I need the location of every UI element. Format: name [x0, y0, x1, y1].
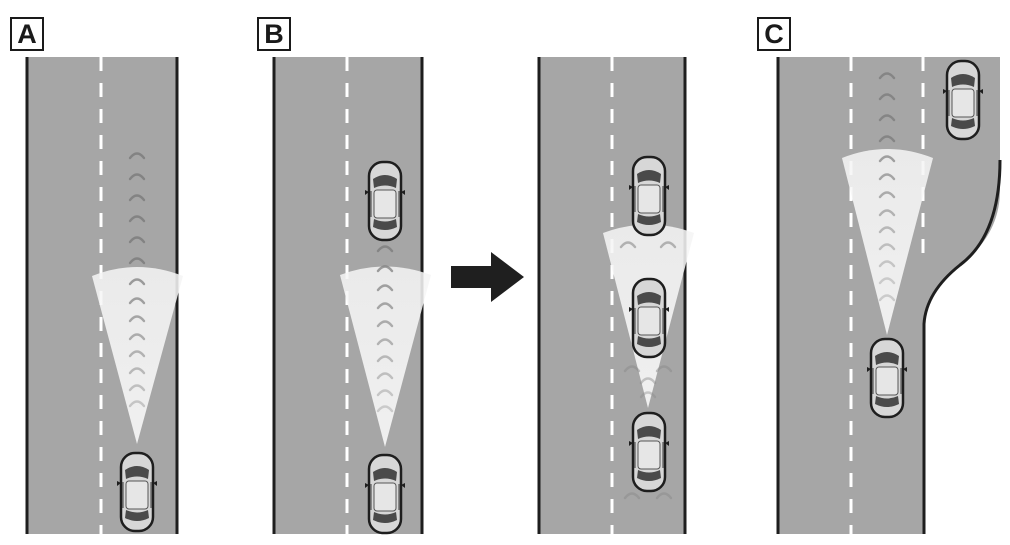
car-icon: [865, 337, 909, 419]
car-icon: [363, 160, 407, 242]
car-icon: [363, 453, 407, 535]
radar-beam-icon: [842, 149, 933, 335]
panel-b: [272, 57, 431, 535]
car-icon: [941, 59, 985, 141]
car-icon: [627, 411, 671, 493]
panel-label-a: A: [10, 17, 44, 51]
radar-beam-icon: [92, 267, 183, 444]
panel-label-c: C: [757, 17, 791, 51]
car-icon: [115, 451, 159, 533]
panel-c: [776, 57, 1002, 534]
panel-a: [25, 57, 183, 534]
car-icon: [627, 277, 671, 359]
car-icon: [627, 155, 671, 237]
panel-label-b: B: [257, 17, 291, 51]
panel-b-result: [537, 57, 694, 534]
right-arrow-icon: [451, 252, 524, 302]
